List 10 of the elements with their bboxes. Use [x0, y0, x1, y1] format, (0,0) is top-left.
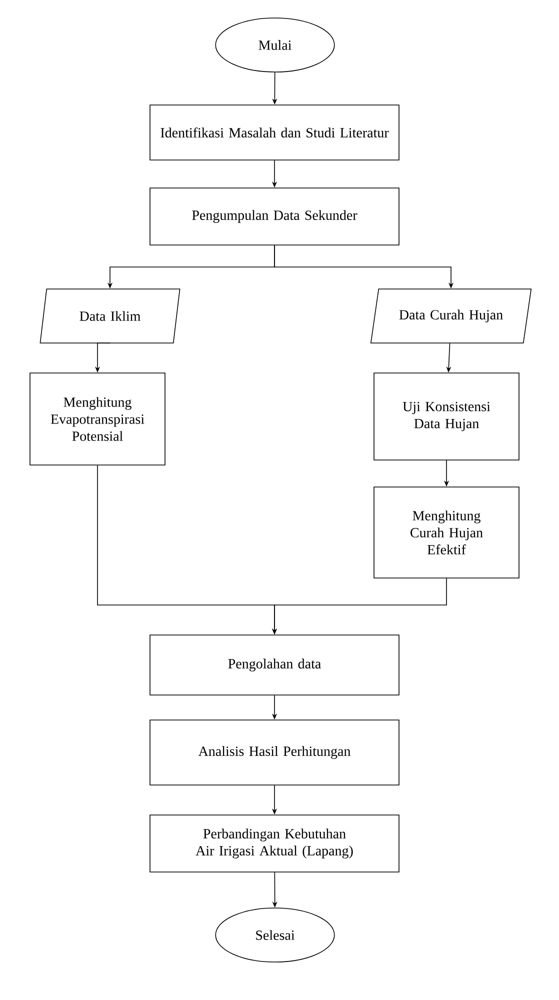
process-box: Menghitung Evapotranspirasi Potensial — [30, 372, 166, 466]
process-box: Analisis Hasil Perhitungan — [150, 720, 400, 786]
process-box: Uji Konsistensi Data Hujan — [374, 372, 520, 460]
process-box: Identifikasi Masalah dan Studi Literatur — [150, 104, 400, 160]
data-parallelogram: Data Curah Hujan — [370, 288, 532, 344]
data-parallelogram: Data Iklim — [40, 288, 180, 344]
process-box: Perbandingan Kebutuhan Air Irigasi Aktual (Lapang) — [150, 814, 400, 872]
process-box: Pengumpulan Data Sekunder — [150, 188, 400, 246]
process-box: Menghitung Curah Hujan Efektif — [374, 486, 520, 578]
process-box: Pengolahan data — [150, 634, 400, 696]
